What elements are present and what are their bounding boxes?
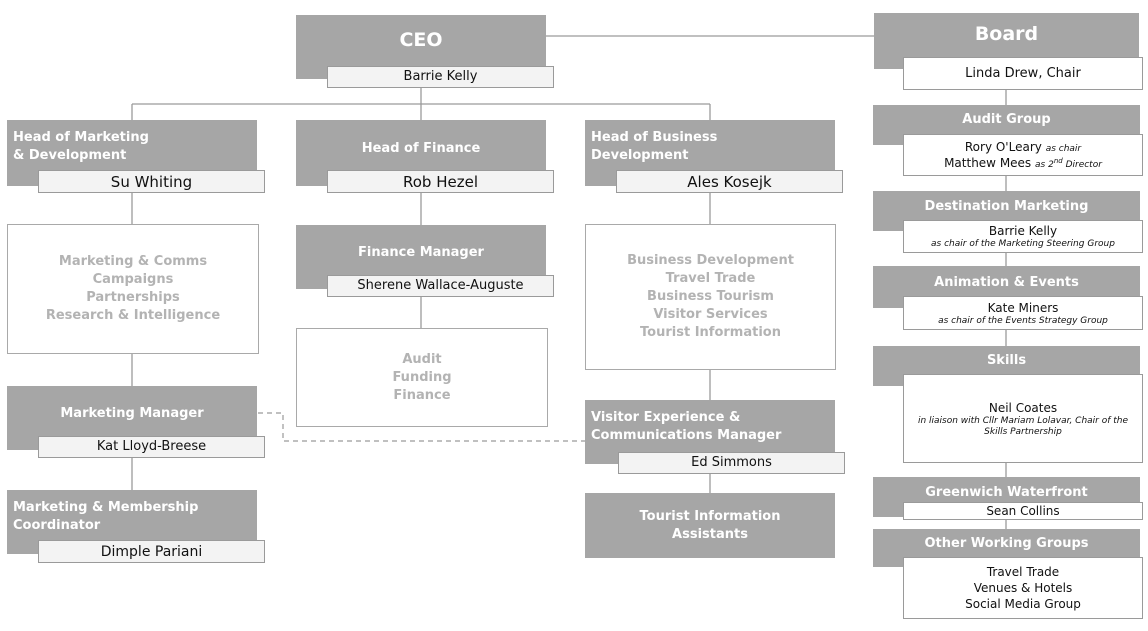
audit-member-1: Rory O'Leary as chair <box>965 139 1081 155</box>
business-areas-box: Business Development Travel Trade Busine… <box>585 224 836 370</box>
business-area: Travel Trade <box>665 271 756 286</box>
skills-members: Neil Coates in liaison with Cllr Mariam … <box>903 374 1143 463</box>
finance-area: Funding <box>392 369 452 385</box>
marketing-areas-box: Marketing & Comms Campaigns Partnerships… <box>7 224 259 354</box>
head-of-marketing-title-line2: & Development <box>13 148 127 163</box>
other-working-groups-members: Travel Trade Venues & Hotels Social Medi… <box>903 557 1143 619</box>
ceo-name: Barrie Kelly <box>327 66 554 88</box>
head-of-finance-name: Rob Hezel <box>327 170 554 193</box>
destination-marketing-title: Destination Marketing <box>924 199 1089 214</box>
destination-marketing-note: as chair of the Marketing Steering Group <box>931 239 1115 249</box>
marketing-manager-title: Marketing Manager <box>60 406 204 421</box>
greenwich-waterfront-members: Sean Collins <box>903 502 1143 520</box>
audit-member-2-role-post: Director <box>1062 160 1102 170</box>
marketing-coordinator-title-line2: Coordinator <box>13 518 101 533</box>
animation-events-note: as chair of the Events Strategy Group <box>938 315 1108 326</box>
marketing-area: Partnerships <box>86 290 180 305</box>
business-area: Business Development <box>627 253 794 268</box>
animation-events-members: Kate Miners as chair of the Events Strat… <box>903 296 1143 330</box>
audit-member-1-role: as chair <box>1045 144 1082 154</box>
board-name: Linda Drew, Chair <box>903 57 1143 90</box>
audit-member-2-role-sup: nd <box>1053 157 1063 165</box>
other-working-groups-title: Other Working Groups <box>924 536 1089 551</box>
head-of-marketing-name: Su Whiting <box>38 170 265 193</box>
other-working-group-item: Social Media Group <box>965 597 1081 611</box>
animation-events-name: Kate Miners <box>987 300 1059 315</box>
other-working-group-item: Travel Trade <box>986 565 1060 579</box>
audit-member-2-role: as 2nd Director <box>1035 157 1102 170</box>
audit-member-1-name: Rory O'Leary <box>964 140 1042 154</box>
greenwich-waterfront-title: Greenwich Waterfront <box>925 485 1088 500</box>
head-of-marketing-title-line1: Head of Marketing <box>13 130 149 145</box>
audit-member-2-role-pre: as 2 <box>1035 160 1054 170</box>
head-of-business-title-line2: Development <box>591 148 689 163</box>
destination-marketing-name: Barrie Kelly <box>988 224 1058 238</box>
audit-member-2: Matthew Mees as 2nd Director <box>944 155 1102 171</box>
finance-areas-box: Audit Funding Finance <box>296 328 548 427</box>
head-of-finance-title: Head of Finance <box>361 141 481 156</box>
visitor-experience-name: Ed Simmons <box>618 452 845 474</box>
marketing-area: Campaigns <box>92 272 174 287</box>
marketing-coordinator-title-line1: Marketing & Membership <box>13 500 199 515</box>
destination-marketing-members: Barrie Kelly as chair of the Marketing S… <box>903 220 1143 253</box>
marketing-manager-name: Kat Lloyd-Breese <box>38 436 265 458</box>
head-of-business-title-line1: Head of Business <box>591 130 718 145</box>
audit-group-members: Rory O'Leary as chair Matthew Mees as 2n… <box>903 134 1143 176</box>
visitor-experience-title-line1: Visitor Experience & <box>591 410 741 425</box>
finance-manager-name: Sherene Wallace-Auguste <box>327 275 554 297</box>
marketing-area: Research & Intelligence <box>45 308 221 323</box>
greenwich-waterfront-name: Sean Collins <box>986 504 1060 518</box>
business-area: Business Tourism <box>647 289 774 304</box>
board-title: Board <box>974 23 1039 45</box>
skills-note: in liaison with Cllr Mariam Lolavar, Cha… <box>917 415 1129 437</box>
visitor-experience-title-line2: Communications Manager <box>591 428 782 443</box>
skills-title: Skills <box>986 353 1027 368</box>
marketing-area: Marketing & Comms <box>58 254 208 269</box>
tourist-info-assistants-title-line1: Tourist Information <box>639 508 781 524</box>
audit-group-title: Audit Group <box>962 112 1051 127</box>
finance-area: Audit <box>402 351 442 367</box>
tourist-info-assistants-box: Tourist Information Assistants <box>585 493 835 558</box>
finance-manager-title: Finance Manager <box>358 245 484 260</box>
marketing-coordinator-name: Dimple Pariani <box>38 540 265 563</box>
business-area: Visitor Services <box>653 307 768 322</box>
finance-area: Finance <box>393 387 451 403</box>
animation-events-title: Animation & Events <box>934 275 1079 290</box>
other-working-group-item: Venues & Hotels <box>973 581 1073 595</box>
head-of-business-name: Ales Kosejk <box>616 170 843 193</box>
skills-name: Neil Coates <box>988 400 1058 415</box>
business-area: Tourist Information <box>640 325 781 340</box>
audit-member-2-name: Matthew Mees <box>944 156 1032 170</box>
ceo-title: CEO <box>399 29 443 51</box>
tourist-info-assistants-title-line2: Assistants <box>672 526 748 542</box>
